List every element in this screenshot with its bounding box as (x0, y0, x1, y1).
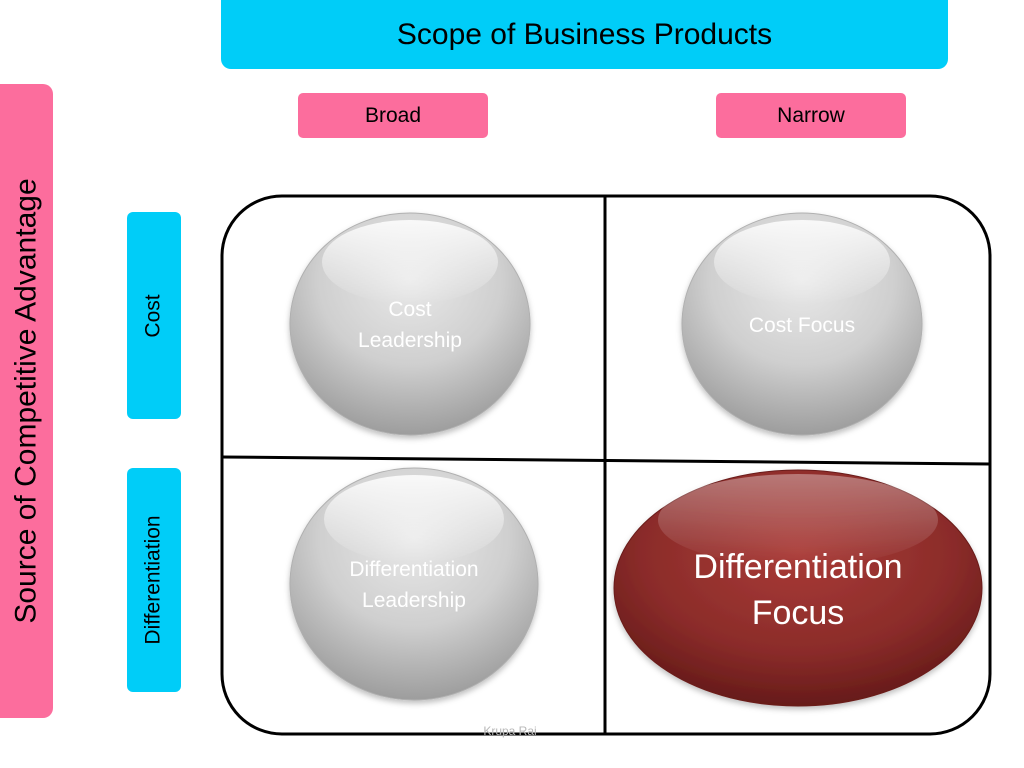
scope-header-label: Scope of Business Products (396, 17, 773, 51)
column-label-narrow-text: Narrow (777, 103, 845, 127)
column-label-broad-text: Broad (364, 103, 422, 127)
cost-leadership-line2: Leadership (358, 329, 462, 352)
scope-header: Scope of Business Products (221, 0, 948, 69)
column-label-broad: Broad (298, 93, 488, 138)
differentiation-focus-line2: Focus (751, 594, 845, 632)
cost-leadership-label: Cost Leadership (330, 280, 490, 370)
row-label-cost: Cost (127, 212, 181, 419)
cost-focus-line1: Cost Focus (748, 313, 856, 337)
author-credit: Krupa Rai (483, 724, 537, 738)
bubble-differentiation-focus (613, 469, 983, 707)
bubble-differentiation-leadership (289, 467, 539, 701)
differentiation-leadership-line1: Differentiation (349, 558, 479, 581)
row-label-differentiation: Differentiation (127, 468, 181, 692)
differentiation-focus-line1: Differentiation (693, 548, 903, 586)
bubble-cost-focus (681, 212, 923, 436)
differentiation-leadership-label: Differentiation Leadership (314, 540, 514, 630)
differentiation-leadership-line2: Leadership (362, 589, 466, 612)
differentiation-focus-label: Differentiation Focus (648, 540, 948, 640)
matrix-horizontal-divider (221, 455, 991, 466)
cost-leadership-line1: Cost (388, 298, 432, 321)
competitive-advantage-axis: Source of Competitive Advantage (0, 84, 53, 718)
cost-focus-label: Cost Focus (712, 300, 892, 350)
bubble-cost-leadership (289, 212, 531, 436)
column-label-narrow: Narrow (716, 93, 906, 138)
